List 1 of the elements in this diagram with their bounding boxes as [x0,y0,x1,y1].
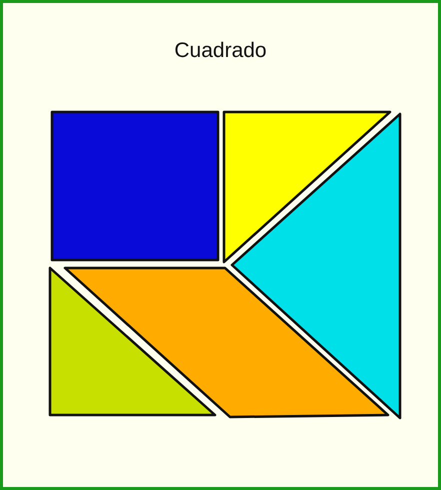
title: Cuadrado [173,39,268,63]
